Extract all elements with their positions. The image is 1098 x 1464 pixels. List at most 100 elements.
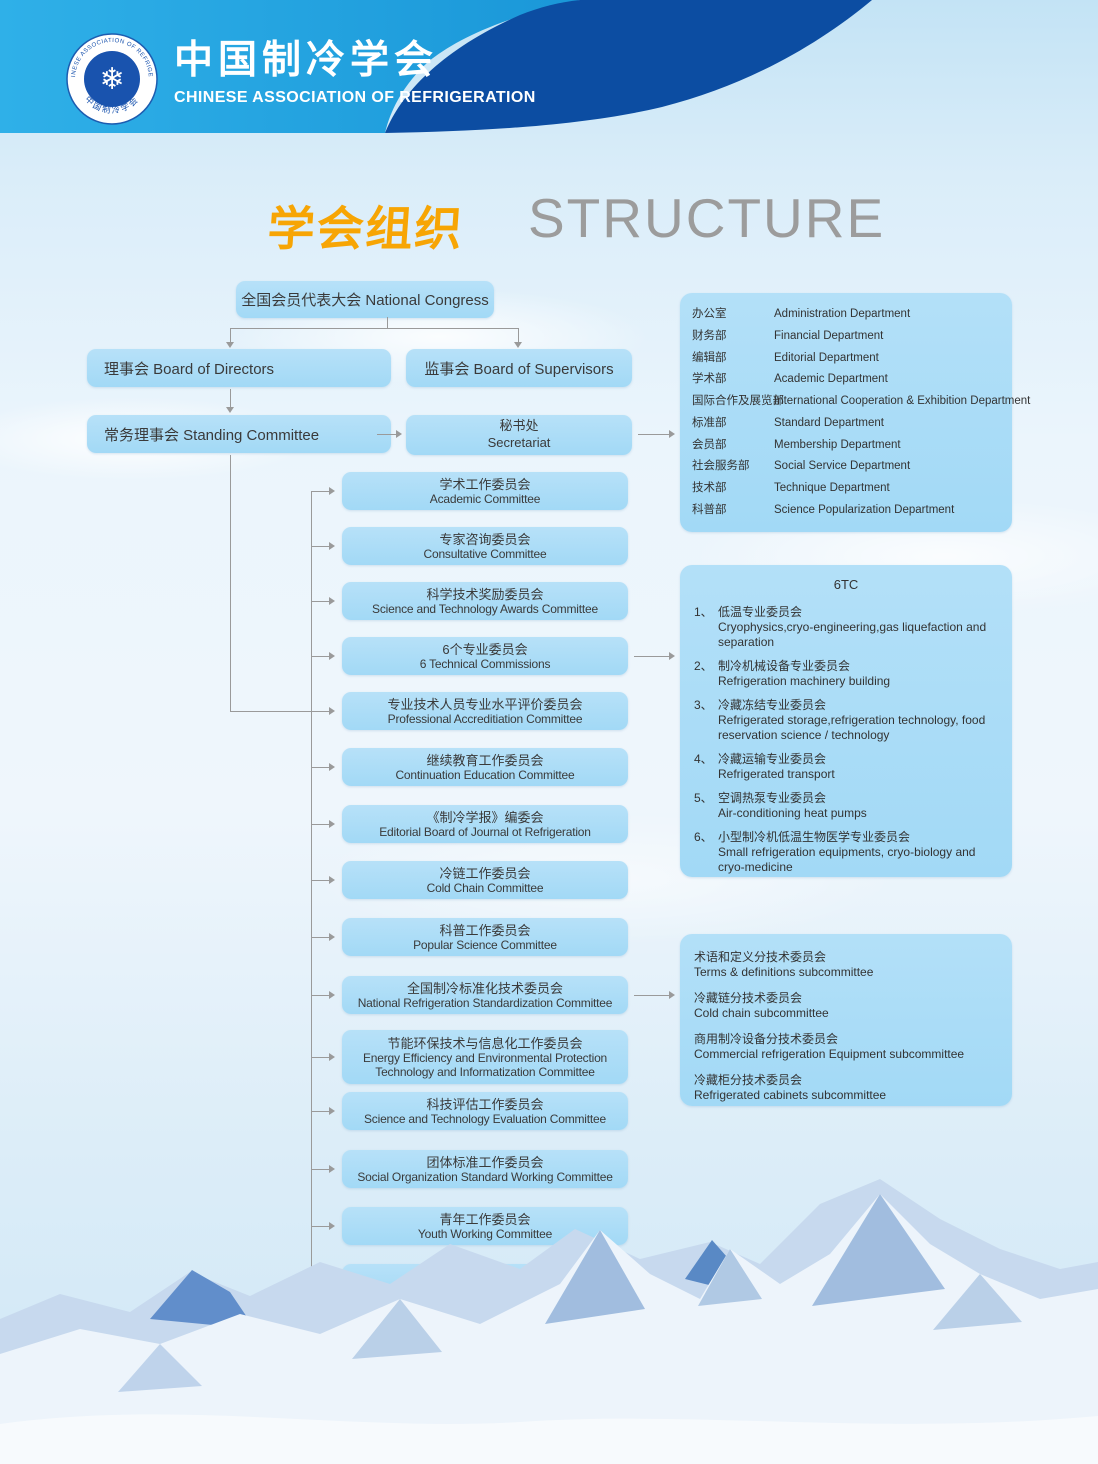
connector-line: [311, 995, 330, 996]
secretariat-en: Secretariat: [487, 435, 551, 450]
committee-cn: 科技评估工作委员会: [426, 1096, 544, 1112]
connector-line: [230, 711, 330, 712]
committee-en: Energy Efficiency and Environmental Prot…: [362, 1050, 608, 1079]
connector-line: [377, 434, 397, 435]
arrow-right-icon: [329, 991, 335, 999]
arrow-right-icon: [669, 430, 675, 438]
committee-en: Continuation Education Committee: [395, 767, 575, 782]
connector-line: [311, 1111, 330, 1112]
arrow-right-icon: [329, 652, 335, 660]
arrow-down-icon: [226, 407, 234, 413]
committee-cn: 全国制冷标准化技术委员会: [406, 980, 563, 996]
committee-cn: 节能环保技术与信息化工作委员会: [387, 1035, 583, 1051]
connector-line: [311, 937, 330, 938]
connector-line: [311, 656, 330, 657]
page-title-cn: 学会组织: [265, 202, 466, 255]
arrow-right-icon: [329, 820, 335, 828]
committee-box-sci-tech-evaluation: 科技评估工作委员会 Science and Technology Evaluat…: [342, 1092, 628, 1130]
page-title-en: STRUCTURE: [528, 187, 886, 249]
committee-box-journal-editorial-board: 《制冷学报》编委会 Editorial Board of Journal ot …: [342, 805, 628, 843]
committee-en: Youth Working Committee: [417, 1226, 553, 1241]
committee-cn: 继续教育工作委员会: [426, 752, 544, 768]
connector-line: [638, 434, 670, 435]
arrow-down-icon: [514, 342, 522, 348]
arrow-right-icon: [669, 991, 675, 999]
brand-name-en: CHINESE ASSOCIATION OF REFRIGERATION: [174, 88, 536, 106]
connector-line: [230, 455, 231, 711]
secretariat-cn: 秘书处: [499, 418, 539, 434]
box-board-of-supervisors: 监事会 Board of Supervisors: [406, 349, 632, 387]
committee-box-energy-efficiency: 节能环保技术与信息化工作委员会 Energy Efficiency and En…: [342, 1030, 628, 1084]
committee-box-standardization: 全国制冷标准化技术委员会 National Refrigeration Stan…: [342, 976, 628, 1014]
committee-box-sci-tech-awards: 科学技术奖励委员会 Science and Technology Awards …: [342, 582, 628, 620]
connector-trunk-line: [311, 491, 312, 1340]
connector-line: [311, 1226, 330, 1227]
connector-line: [311, 767, 330, 768]
committee-cn: 冷链工作委员会: [439, 865, 531, 881]
arrow-right-icon: [329, 876, 335, 884]
committee-en: National Refrigeration Standardization C…: [357, 995, 613, 1010]
arrow-right-icon: [329, 1053, 335, 1061]
header-band: THE CHINESE ASSOCIATION OF REFRIGERATION…: [0, 0, 1098, 136]
committee-en: Popular Science Committee: [413, 937, 557, 952]
committee-box-continuation-education: 继续教育工作委员会 Continuation Education Committ…: [342, 748, 628, 786]
arrow-right-icon: [669, 652, 675, 660]
association-logo-icon: THE CHINESE ASSOCIATION OF REFRIGERATION…: [66, 33, 158, 125]
committee-en: Academic Committee: [429, 491, 541, 506]
arrow-right-icon: [329, 1165, 335, 1173]
connector-line: [311, 1169, 330, 1170]
brand-name-cn: 中国制冷学会: [174, 39, 439, 82]
six-tc-title: 6TC: [833, 577, 859, 592]
connector-line: [387, 317, 388, 329]
committee-box-academic: 学术工作委员会 Academic Committee: [342, 472, 628, 510]
arrow-right-icon: [329, 763, 335, 771]
connector-line: [311, 1057, 330, 1058]
committee-box-popular-science: 科普工作委员会 Popular Science Committee: [342, 918, 628, 956]
committee-cn: 科学技术奖励委员会: [426, 586, 544, 602]
connector-line: [311, 824, 330, 825]
arrow-down-icon: [226, 342, 234, 348]
committee-en: 6 Technical Commissions: [419, 656, 551, 671]
arrow-right-icon: [329, 487, 335, 495]
connector-line: [311, 601, 330, 602]
committee-cn: 青年工作委员会: [439, 1211, 531, 1227]
connector-line: [311, 546, 330, 547]
snowflake-icon: ❄: [99, 63, 124, 96]
connector-line: [230, 389, 231, 407]
committee-en: Cold Chain Committee: [426, 880, 544, 895]
box-standing-committee: 常务理事会 Standing Committee: [87, 415, 391, 453]
committee-cn: 科普工作委员会: [439, 922, 531, 938]
connector-line: [311, 880, 330, 881]
committee-en: Science and Technology Awards Committee: [372, 601, 598, 616]
committee-box-6-technical-commissions: 6个专业委员会 6 Technical Commissions: [342, 637, 628, 675]
committee-en: Editorial Board of Journal ot Refrigerat…: [379, 824, 591, 839]
box-board-of-directors: 理事会 Board of Directors: [87, 349, 391, 387]
connector-line: [230, 328, 518, 329]
connector-line: [634, 995, 670, 996]
committee-en: Social Organization Standard Working Com…: [357, 1169, 613, 1184]
committee-cn: 6个专业委员会: [442, 641, 528, 657]
committee-cn: 《制冷学报》编委会: [426, 809, 544, 825]
connector-line: [311, 491, 330, 492]
committee-cn: 专家咨询委员会: [439, 531, 531, 547]
committee-cn: 专业技术人员专业水平评价委员会: [387, 696, 583, 712]
arrow-right-icon: [329, 1222, 335, 1230]
